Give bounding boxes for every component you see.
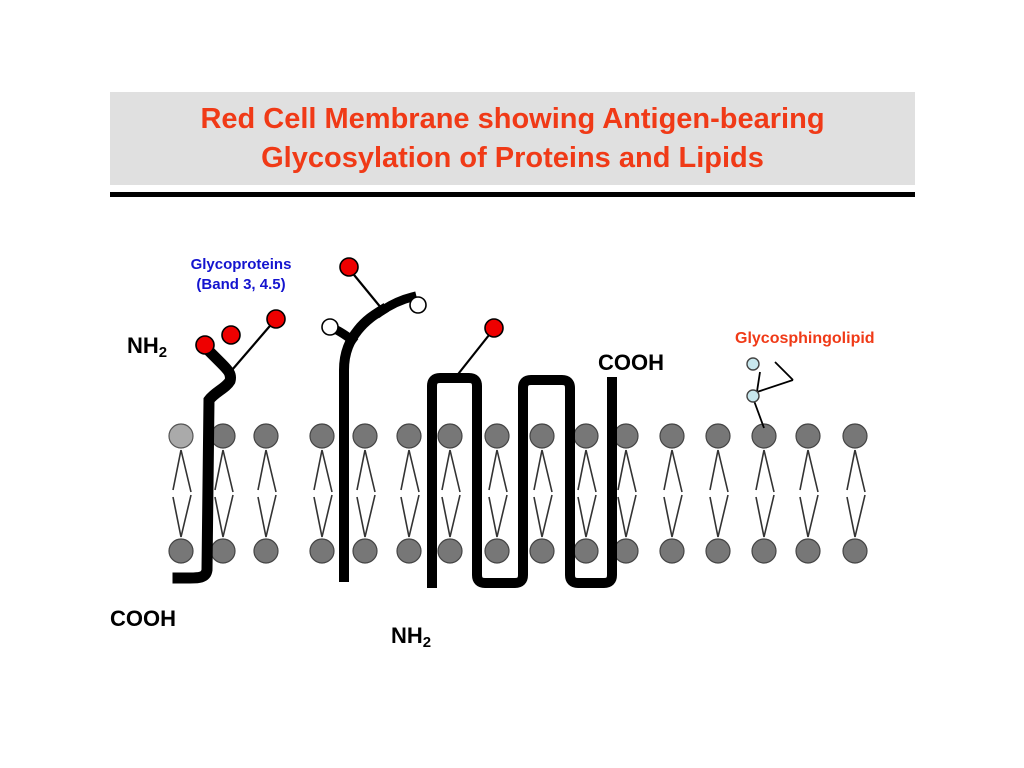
glycoprotein-band3 (172, 309, 286, 584)
phospholipid-icon (705, 494, 731, 564)
phospholipid-icon (613, 494, 639, 564)
nh2-bottom-label: NH2 (391, 623, 431, 651)
phospholipid-icon (352, 494, 378, 564)
phospholipid-icon (529, 423, 555, 493)
blue-sugar-circle (746, 357, 760, 371)
phospholipid-icon (705, 423, 731, 493)
outer-leaflet-lipids (168, 423, 868, 493)
phospholipid-icon (795, 494, 821, 564)
red-sugar-circle (221, 325, 241, 345)
nh2-top-label: NH2 (127, 333, 167, 361)
phospholipid-icon (352, 423, 378, 493)
phospholipid-icon (659, 423, 685, 493)
phospholipid-icon (210, 423, 236, 493)
glycosphingolipid-label: Glycosphingolipid (735, 330, 875, 347)
red-sugar-circle (339, 257, 359, 277)
phospholipid-icon (253, 494, 279, 564)
title-band: Red Cell Membrane showing Antigen-bearin… (110, 92, 915, 185)
title-line-1: Red Cell Membrane showing Antigen-bearin… (200, 102, 825, 135)
phospholipid-icon (484, 423, 510, 493)
phospholipid-icon (396, 423, 422, 493)
title-line-2: Glycosylation of Proteins and Lipids (261, 141, 764, 174)
nh2-top-label-subscript: 2 (158, 344, 168, 362)
phospholipid-icon (168, 494, 194, 564)
phospholipid-icon (573, 494, 599, 564)
phospholipid-icon (613, 423, 639, 493)
phospholipid-icon (484, 494, 510, 564)
open-sugar-circle (409, 296, 427, 314)
glycoprotein-band45 (321, 257, 427, 582)
phospholipid-icon (573, 423, 599, 493)
phospholipid-icon (210, 494, 236, 564)
blue-sugar-circle (746, 389, 760, 403)
nh2-bottom-label-subscript: 2 (422, 634, 432, 652)
nh2-top-label-text: NH (127, 333, 159, 358)
nh2-bottom-label-text: NH (391, 623, 423, 648)
cooh-top-label: COOH (598, 350, 664, 375)
phospholipid-icon (437, 423, 463, 493)
multipass-transmembrane-protein (427, 318, 617, 588)
phospholipid-icon (309, 423, 335, 493)
glycosphingolipid-glycan (746, 357, 794, 429)
red-sugar-circle (484, 318, 504, 338)
open-sugar-circle (321, 318, 339, 336)
phospholipid-icon (396, 494, 422, 564)
glycoproteins-label-line-2: (Band 3, 4.5) (196, 276, 286, 293)
glycoproteins-label-line-1: Glycoproteins (190, 256, 292, 273)
phospholipid-icon (529, 494, 555, 564)
title-underline-rule (110, 192, 915, 197)
phospholipid-icon (842, 494, 868, 564)
glycoproteins-label: Glycoproteins (Band 3, 4.5) (170, 255, 312, 295)
phospholipid-icon (751, 494, 777, 564)
phospholipid-icon (751, 423, 777, 493)
phospholipid-icon (253, 423, 279, 493)
phospholipid-icon (795, 423, 821, 493)
red-sugar-circle (195, 335, 215, 355)
red-sugar-circle (266, 309, 286, 329)
cooh-bottom-label: COOH (110, 606, 176, 631)
phospholipid-icon (437, 494, 463, 564)
phospholipid-icon (659, 494, 685, 564)
inner-leaflet-lipids (168, 494, 868, 564)
phospholipid-icon (309, 494, 335, 564)
phospholipid-icon (168, 423, 194, 493)
phospholipid-icon (842, 423, 868, 493)
